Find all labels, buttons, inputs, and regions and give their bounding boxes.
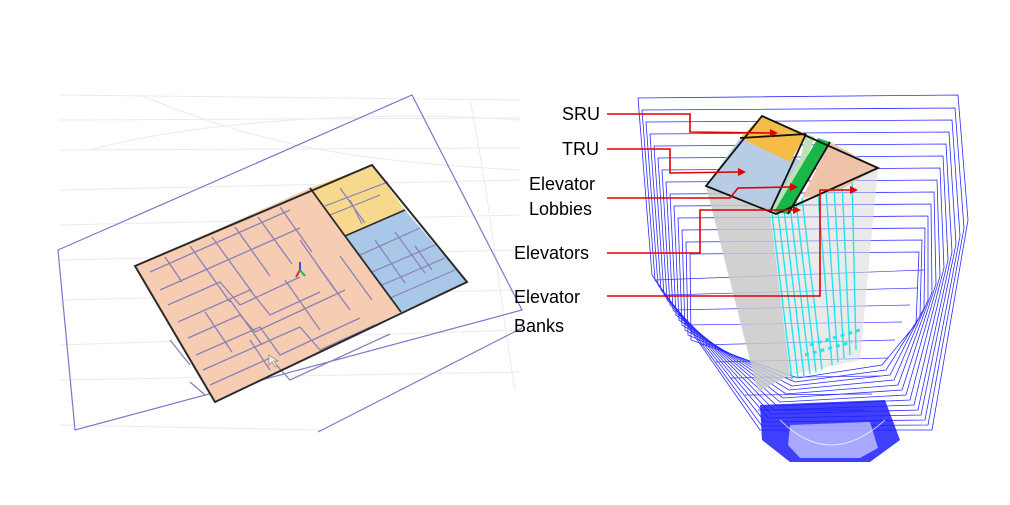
axis-gizmo-icon: [295, 262, 306, 278]
leader-elevator-lobbies: [607, 186, 791, 199]
leader-sru: [607, 113, 771, 134]
right-zone-tower: [802, 142, 878, 198]
tru-zone-plan: [345, 210, 467, 312]
label-tru: TRU: [562, 139, 599, 159]
elevator-lobby-strip: [770, 134, 815, 212]
sru-tru-divider: [344, 209, 406, 237]
leader-tru: [607, 148, 739, 174]
annotation-arrowheads: [738, 129, 858, 214]
label-sru: SRU: [562, 104, 600, 124]
floor-plate-outline: [133, 163, 469, 404]
label-elevator-banks-line2: Banks: [514, 316, 564, 336]
label-elevators: Elevators: [514, 243, 589, 263]
sru-zone-plan: [310, 165, 405, 236]
leader-elevators: [607, 209, 793, 254]
tower-base: [760, 400, 900, 462]
label-elevator-lobbies-line1: Elevator: [529, 174, 595, 194]
site-boundary: [57, 94, 523, 431]
elevator-bank-green: [774, 138, 830, 214]
label-elevator-lobbies-line2: Lobbies: [529, 199, 592, 219]
annotation-leaders: [607, 113, 850, 297]
cursor-icon: [268, 354, 280, 368]
floor-plan-view: [57, 94, 523, 433]
elevator-dash-marks: [804, 328, 861, 357]
tower-wireframe: [637, 94, 969, 431]
boundary-extension-line: [317, 327, 523, 433]
label-elevator-banks-line1: Elevator: [514, 287, 580, 307]
labels: SRU TRU Elevator Lobbies Elevators Eleva…: [514, 104, 600, 336]
room-partitions: [149, 206, 391, 396]
core-shaft: [706, 186, 790, 392]
tru-zone-partitions: [359, 227, 456, 299]
leader-elevator-banks: [607, 189, 850, 297]
top-plate-outline: [704, 114, 881, 215]
tower-view: [637, 94, 969, 462]
sru-zone-partitions: [324, 181, 389, 225]
floor-zone: [135, 188, 401, 402]
